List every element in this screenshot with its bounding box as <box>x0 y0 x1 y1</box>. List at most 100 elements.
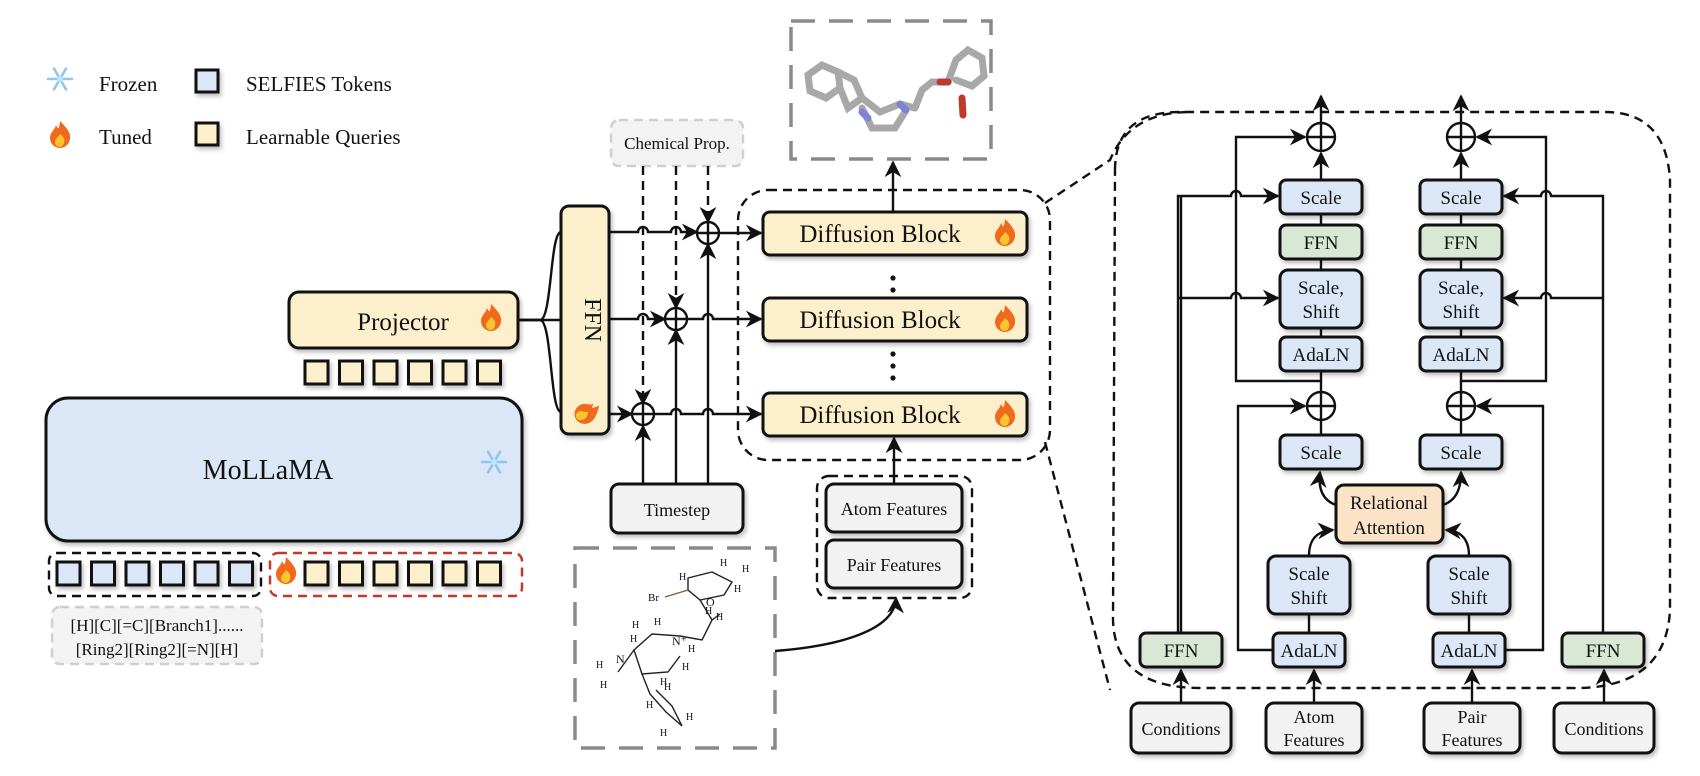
snowflake-icon <box>480 450 508 474</box>
relational-attention-label-line2: Attention <box>1353 518 1425 539</box>
projector-label: Projector <box>357 309 449 336</box>
generated-3d-molecule <box>789 19 993 161</box>
ffn-box <box>1560 631 1646 669</box>
selfies-string-box: [H][C][=C][Branch1]...... [Ring2][Ring2]… <box>50 605 264 666</box>
adaln-label: AdaLN <box>1293 345 1350 366</box>
connector <box>609 310 667 328</box>
svg-text:H: H <box>682 662 689 673</box>
diffusion-block: Diffusion Block <box>761 210 1029 257</box>
flame-icon <box>574 404 600 424</box>
svg-text:H: H <box>630 634 637 645</box>
token-square <box>338 359 364 386</box>
diffusion-block-label: Diffusion Block <box>799 307 961 334</box>
token-square <box>303 359 330 386</box>
pair-features-label-line1: Pair <box>1458 707 1487 727</box>
diffusion-block: Diffusion Block <box>761 391 1029 438</box>
svg-text:N: N <box>616 652 625 666</box>
atom-features-label: Atom Features <box>841 499 947 519</box>
svg-text:H: H <box>646 700 653 711</box>
connector <box>654 405 763 423</box>
diffusion-block: Diffusion Block <box>761 296 1029 343</box>
scale-label: Scale <box>1440 188 1481 209</box>
snowflake-icon <box>46 67 74 91</box>
svg-text:H: H <box>716 612 723 623</box>
diffusion-block-internals: Scale FFN Scale, Shift AdaLN Scale FFN S… <box>1129 94 1656 755</box>
legend-selfies-swatch <box>194 68 220 94</box>
connector <box>774 596 904 653</box>
legend-frozen-label: Frozen <box>99 72 158 96</box>
selfies-string-line2: [Ring2][Ring2][=N][H] <box>76 640 239 659</box>
mollama-label: MoLLaMA <box>203 455 334 486</box>
pair-features-label: Pair Features <box>847 555 941 575</box>
token-square <box>338 560 364 587</box>
scale-box <box>1278 433 1364 471</box>
scale-shift-label-line1: Scale <box>1448 564 1489 585</box>
residual-connector <box>1236 397 1307 652</box>
flame-icon <box>481 304 502 331</box>
svg-text:O: O <box>706 595 715 609</box>
svg-text:H: H <box>664 682 671 693</box>
ffn-vertical: FFN <box>559 204 611 436</box>
connector <box>1442 470 1470 507</box>
connector <box>1444 522 1471 557</box>
ellipsis-dots <box>890 275 896 381</box>
token-square <box>193 560 220 587</box>
scale-shift-label-line2: Shift <box>1303 302 1341 323</box>
token-square <box>303 560 330 587</box>
residual-connector <box>1475 397 1545 652</box>
svg-text:H: H <box>632 620 639 631</box>
token-square <box>441 359 468 386</box>
token-square <box>407 359 433 386</box>
add-op-1 <box>695 220 721 246</box>
ffn-label: FFN <box>1586 641 1621 662</box>
timestep-box: Timestep <box>609 482 745 535</box>
legend-selfies-label: SELFIES Tokens <box>246 72 392 96</box>
token-square <box>372 560 399 587</box>
add-op-top-right <box>1445 121 1477 153</box>
svg-text:Br: Br <box>648 592 659 604</box>
token-square <box>55 560 82 587</box>
atom-features-box: Atom Features <box>824 482 964 534</box>
add-op-mid-left <box>1305 390 1337 422</box>
pair-features-box: Pair Features <box>824 538 964 590</box>
svg-text:N⁺: N⁺ <box>672 634 687 648</box>
scale-shift-label-line2: Shift <box>1291 588 1329 609</box>
condition-connector <box>1502 289 1603 307</box>
token-square <box>441 560 468 587</box>
conditions-label: Conditions <box>1564 719 1643 739</box>
selfies-token-group <box>47 551 263 598</box>
flame-icon <box>995 400 1016 427</box>
adaln-label: AdaLN <box>1433 345 1490 366</box>
token-square <box>476 359 502 386</box>
condition-connector <box>1176 187 1280 632</box>
relational-attention-label-line1: Relational <box>1350 493 1428 514</box>
scale-shift-label-line2: Shift <box>1451 588 1489 609</box>
token-square <box>228 560 254 587</box>
connector <box>518 318 563 414</box>
ffn-label: FFN <box>1304 233 1339 254</box>
svg-text:H: H <box>596 660 603 671</box>
atom-features-label-line1: Atom <box>1293 707 1334 727</box>
residual-connector <box>1459 128 1548 383</box>
adaln-label: AdaLN <box>1441 641 1498 662</box>
chemical-prop-box: Chemical Prop. <box>609 118 745 168</box>
svg-text:H: H <box>679 572 686 583</box>
pair-features-label-line2: Features <box>1442 730 1503 750</box>
token-square <box>90 560 116 587</box>
svg-text:H: H <box>705 606 712 617</box>
zoom-connector <box>1043 441 1112 691</box>
token-square <box>159 560 185 587</box>
condition-connector <box>1502 187 1605 632</box>
query-token-group <box>268 551 524 598</box>
mollama: MoLLaMA <box>44 396 524 543</box>
selfies-tokens <box>55 560 254 587</box>
projector-output-tokens <box>303 359 502 386</box>
selfies-string-line1: [H][C][=C][Branch1]...... <box>71 616 244 635</box>
legend-queries-label: Learnable Queries <box>246 125 401 149</box>
scale-box <box>1418 433 1504 471</box>
scale-label: Scale <box>1300 443 1341 464</box>
scale-shift-label-line1: Scale, <box>1438 278 1484 299</box>
scale-shift-label-line1: Scale <box>1288 564 1329 585</box>
